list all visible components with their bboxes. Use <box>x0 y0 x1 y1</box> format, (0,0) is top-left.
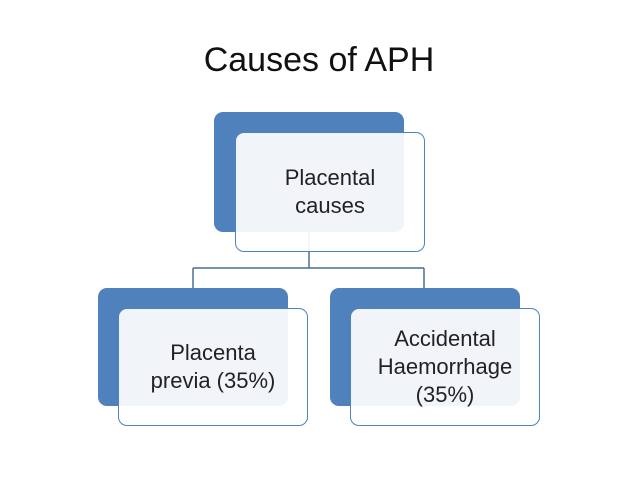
right-child-label-line2: Haemorrhage <box>377 354 513 379</box>
right-child-node: Accidental Haemorrhage (35%) <box>350 308 540 426</box>
right-child-label-line3: (35%) <box>415 382 475 407</box>
root-node-label-line1: Placental <box>284 165 376 190</box>
left-child-label-line1: Placenta <box>170 340 256 365</box>
slide-title: Causes of APH <box>203 41 435 79</box>
root-node-label-line2: causes <box>295 193 365 218</box>
left-child-label-line2: previa (35%) <box>150 368 276 393</box>
root-node: Placental causes <box>235 132 425 252</box>
left-child-node: Placenta previa (35%) <box>118 308 308 426</box>
right-child-label-line1: Accidental <box>394 326 496 351</box>
